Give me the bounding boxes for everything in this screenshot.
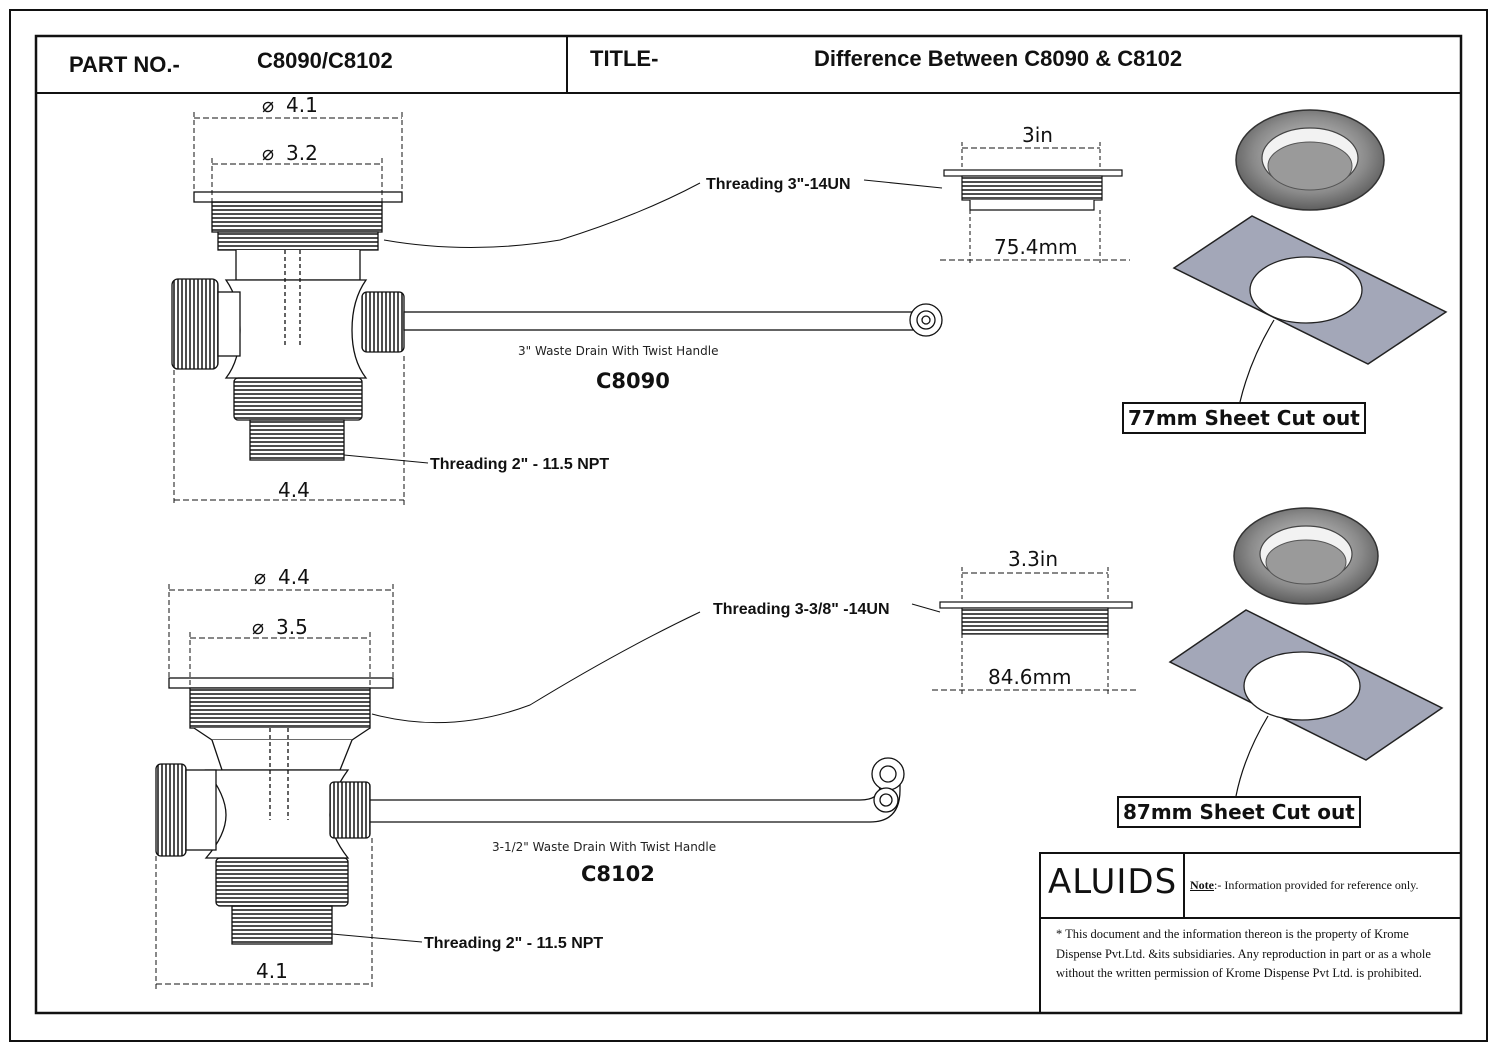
c8090-inner-diameter-symbol: ⌀ — [262, 141, 274, 165]
c8090-outer-diameter: 4.1 — [286, 93, 318, 117]
note-text: :- Information provided for reference on… — [1214, 878, 1419, 892]
c8102-outer-diameter: 4.4 — [278, 565, 310, 589]
c8090-flange-dimensions — [940, 142, 1130, 266]
c8090-flange-view — [943, 169, 1123, 211]
c8102-outer-diameter-symbol: ⌀ — [254, 565, 266, 589]
c8102-inner-diameter: 3.5 — [276, 615, 308, 639]
outer-frame — [9, 9, 1488, 1042]
c8102-sheet-cutout — [1168, 609, 1444, 797]
c8102-flange-view — [939, 601, 1133, 635]
footer-box — [1039, 852, 1462, 1014]
c8102-thread-top-label: Threading 3-3/8" -14UN — [713, 601, 890, 618]
title-label: TITLE- — [590, 46, 659, 71]
c8090-inner-diameter: 3.2 — [286, 141, 318, 165]
c8090-dimensions — [173, 112, 943, 506]
c8102-ring-3d — [1233, 507, 1379, 605]
c8090-outer-diameter-symbol: ⌀ — [262, 93, 274, 117]
ownership-disclaimer: * This document and the information ther… — [1056, 927, 1431, 980]
reference-note: Note:- Information provided for referenc… — [1190, 878, 1418, 893]
c8102-name: C8102 — [581, 862, 655, 886]
company-logo: ALUIDS — [1048, 862, 1178, 902]
title-value: Difference Between C8090 & C8102 — [814, 46, 1183, 71]
c8102-caption: 3-1/2" Waste Drain With Twist Handle — [492, 840, 716, 854]
inner-frame — [34, 34, 1463, 1015]
c8102-thread-bottom-label: Threading 2" - 11.5 NPT — [424, 935, 603, 952]
note-label: Note — [1190, 878, 1214, 892]
c8090-name: C8090 — [596, 369, 670, 393]
c8090-drain-drawing — [171, 191, 943, 461]
c8102-drain-drawing — [155, 677, 905, 945]
c8102-bottom-width: 4.1 — [256, 959, 288, 983]
part-number-label: PART NO.- — [69, 52, 180, 77]
c8090-flange-diameter: 75.4mm — [994, 235, 1078, 259]
c8102-flange-width: 3.3in — [1008, 547, 1058, 571]
c8090-thread-bottom-label: Threading 2" - 11.5 NPT — [430, 456, 609, 473]
c8102-dimensions — [155, 584, 941, 990]
c8090-flange-width: 3in — [1022, 123, 1053, 147]
c8090-cutout-label: 77mm Sheet Cut out — [1122, 402, 1366, 434]
c8102-flange-diameter: 84.6mm — [988, 665, 1072, 689]
c8090-ring-3d — [1235, 109, 1385, 211]
c8090-caption: 3" Waste Drain With Twist Handle — [518, 344, 719, 358]
part-number-value: C8090/C8102 — [257, 48, 393, 73]
c8102-inner-diameter-symbol: ⌀ — [252, 615, 264, 639]
c8090-sheet-cutout — [1172, 215, 1448, 403]
c8090-bottom-width: 4.4 — [278, 478, 310, 502]
c8102-cutout-label: 87mm Sheet Cut out — [1117, 796, 1361, 828]
c8102-flange-dimensions — [932, 567, 1138, 696]
c8090-thread-top-label: Threading 3"-14UN — [706, 176, 851, 193]
